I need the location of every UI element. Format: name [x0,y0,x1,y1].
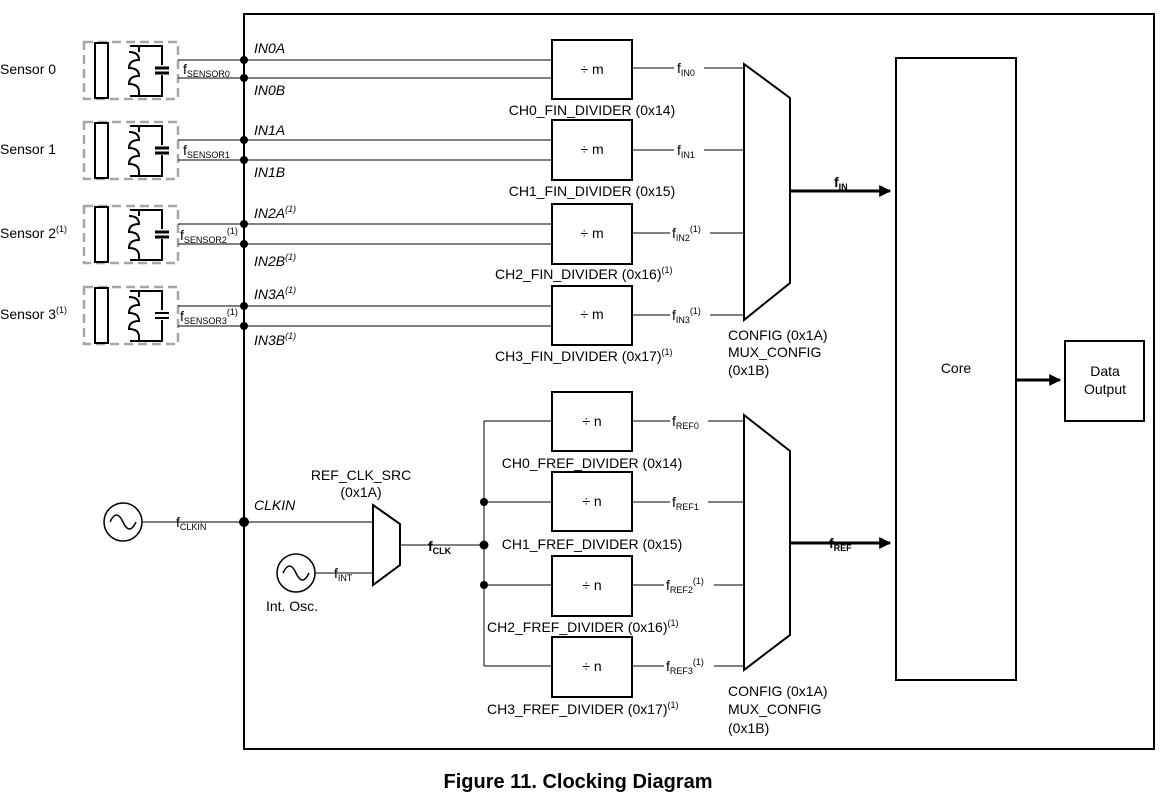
fin-mux: fIN CONFIG (0x1A) MUX_CONFIG (0x1B) [728,62,892,378]
fin-out-0: fIN0 [677,60,695,78]
fref-mux-muxconfig: MUX_CONFIG [728,701,821,717]
fref-mux: fREF CONFIG (0x1A) MUX_CONFIG (0x1B) [728,412,892,736]
fin-divider-3-label: CH3_FIN_DIVIDER (0x17)(1) [495,347,673,364]
sensor-0-label: Sensor 0 [0,61,56,77]
fin-out-3: fIN3(1) [672,306,701,325]
figure-caption: Figure 11. Clocking Diagram [444,771,713,793]
fin-divider-3 [551,285,633,346]
fref-channel-group: ÷ n CH0_FREF_DIVIDER (0x14) fREF0 ÷ n CH… [480,391,744,717]
fref-out-3: fREF3(1) [666,657,704,676]
fin-out-2: fIN2(1) [672,224,701,243]
fref-divider-2 [551,555,633,617]
pin-in2a: IN2A(1) [254,204,296,221]
sensor-1-freq: fSENSOR1 [183,142,230,160]
fref-divider-1-symbol: ÷ n [582,493,601,509]
fin-divider-3-symbol: ÷ m [580,306,603,322]
fref-divider-0 [551,391,633,452]
pin-in0b: IN0B [254,82,285,98]
fref-divider-1 [551,471,633,532]
fref-out-2: fREF2(1) [666,576,704,595]
fin-divider-1-label: CH1_FIN_DIVIDER (0x15) [509,183,676,199]
fin-divider-0 [551,39,633,100]
fin-divider-2-label: CH2_FIN_DIVIDER (0x16)(1) [495,265,673,282]
pin-in1b: IN1B [254,164,285,180]
fin-divider-0-label: CH0_FIN_DIVIDER (0x14) [509,102,676,118]
pin-in1a: IN1A [254,122,285,138]
sensor-0-freq: fSENSOR0 [183,61,230,79]
sensor-2: Sensor 2(1) fSENSOR2(1) [0,204,248,265]
fref-out-0: fREF0 [672,413,699,431]
sensor-3-freq: fSENSOR3(1) [180,307,238,326]
fref-divider-3 [551,636,633,698]
pin-in3a: IN3A(1) [254,285,296,302]
pin-in3b: IN3B(1) [254,331,296,348]
core-block: Core [895,57,1017,681]
fin-divider-0-symbol: ÷ m [580,61,603,77]
ref-clk-src-label: REF_CLK_SRC [311,467,411,483]
ref-clk-src-reg: (0x1A) [340,484,381,500]
clock-source-group: fCLKIN CLKIN REF_CLK_SRC (0x1A) fINT Int… [103,467,489,614]
clk-freq: fCLK [428,538,452,556]
fref-divider-0-label: CH0_FREF_DIVIDER (0x14) [502,455,683,471]
fref-divider-0-symbol: ÷ n [582,413,601,429]
data-output-line2: Output [1084,381,1126,397]
fin-channel-group: IN0A IN0B ÷ m CH0_FIN_DIVIDER (0x14) fIN… [244,39,744,364]
core-label: Core [941,360,972,376]
pin-in2b: IN2B(1) [254,252,296,269]
sensor-2-freq: fSENSOR2(1) [180,226,238,245]
fref-divider-1-label: CH1_FREF_DIVIDER (0x15) [502,536,683,552]
data-output-line1: Data [1090,363,1120,379]
fref-out-1: fREF1 [672,494,699,512]
sensor-group: Sensor 0 fSENSOR0 Sensor 1 fSENSOR1 [0,40,248,346]
int-freq: fINT [334,565,353,583]
int-osc-label: Int. Osc. [266,598,318,614]
chip-boundary [243,13,1155,750]
pin-in0a: IN0A [254,40,285,56]
fin-mux-config: CONFIG (0x1A) [728,327,828,343]
fref-mux-config: CONFIG (0x1A) [728,683,828,699]
fin-mux-reg: (0x1B) [728,362,769,378]
sensor-3: Sensor 3(1) fSENSOR3(1) [0,285,248,346]
fin-divider-1 [551,119,633,181]
fin-out-1: fIN1 [677,142,695,160]
data-output-block: Data Output [1064,340,1145,422]
fref-divider-2-symbol: ÷ n [582,577,601,593]
clkin-freq: fCLKIN [176,514,206,532]
fin-divider-2 [551,203,633,265]
sensor-3-label: Sensor 3(1) [0,305,67,322]
pin-clkin: CLKIN [254,497,296,513]
fref-mux-output: fREF [829,535,852,553]
fref-mux-reg: (0x1B) [728,720,769,736]
fin-mux-output: fIN [834,174,848,192]
sensor-2-label: Sensor 2(1) [0,224,67,241]
sensor-0: Sensor 0 fSENSOR0 [0,40,248,101]
fin-divider-1-symbol: ÷ m [580,141,603,157]
fref-divider-3-label: CH3_FREF_DIVIDER (0x17)(1) [487,700,679,717]
fin-divider-2-symbol: ÷ m [580,225,603,241]
fin-mux-muxconfig: MUX_CONFIG [728,344,821,360]
fref-divider-3-symbol: ÷ n [582,658,601,674]
sensor-1-label: Sensor 1 [0,141,56,157]
fref-divider-2-label: CH2_FREF_DIVIDER (0x16)(1) [487,618,679,635]
ref-clk-src-mux [372,503,401,587]
sensor-1: Sensor 1 fSENSOR1 [0,120,248,181]
